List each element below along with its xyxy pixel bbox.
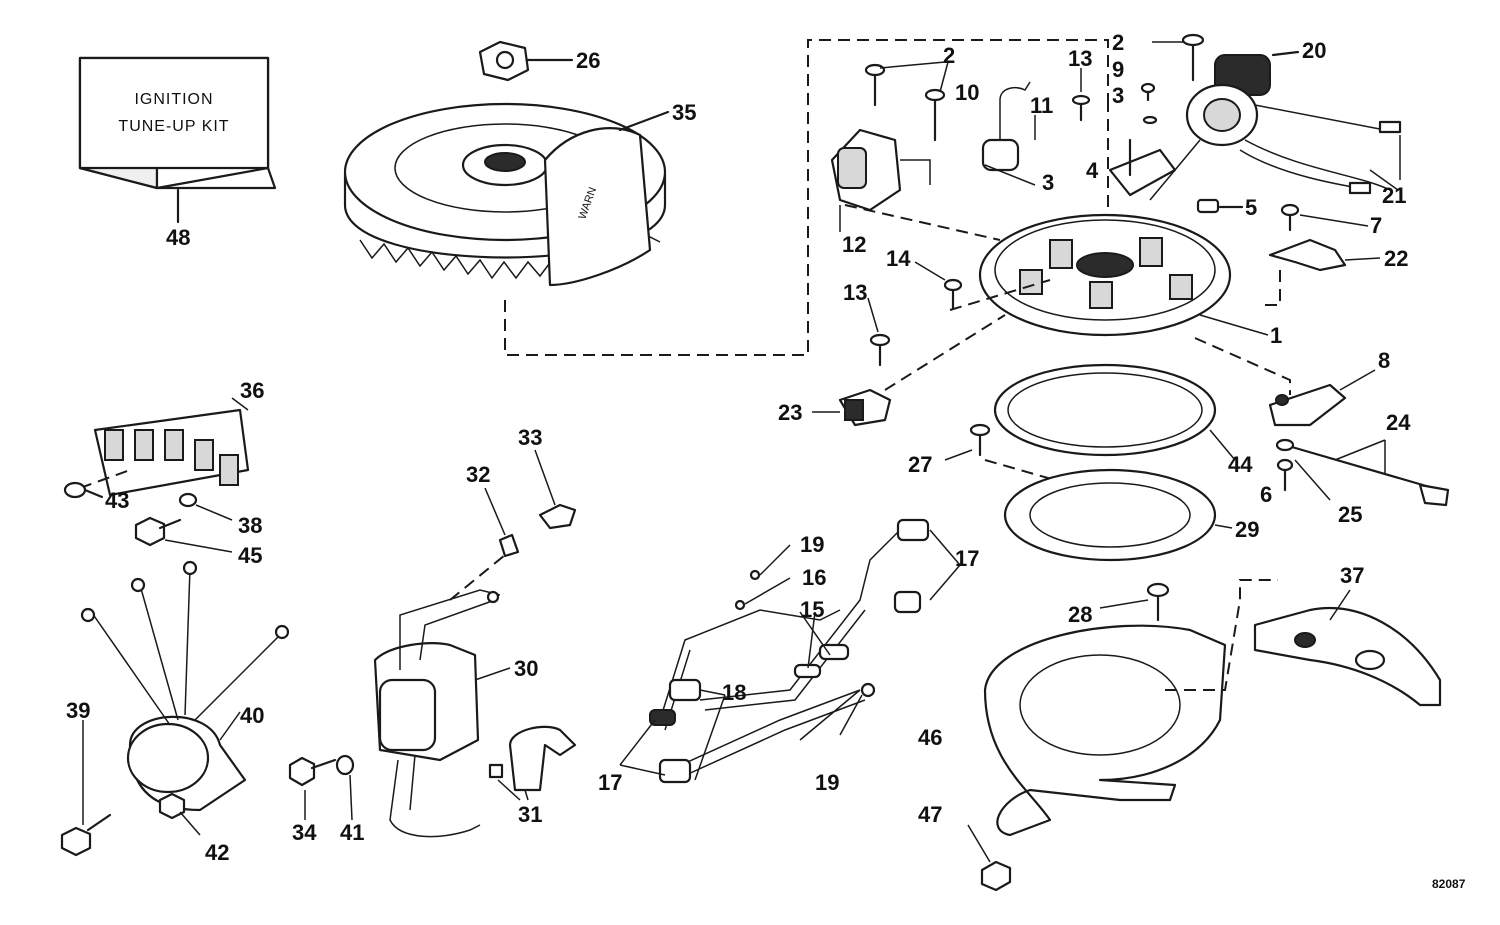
label-34: 34 <box>292 820 317 845</box>
label-22: 22 <box>1384 246 1408 271</box>
label-4: 4 <box>1086 158 1099 183</box>
label-36: 36 <box>240 378 264 403</box>
flywheel-assembly-outline <box>504 39 1109 356</box>
cam-bracket <box>1107 100 1177 210</box>
label-3a: 3 <box>1112 83 1124 108</box>
retaining-ring <box>993 363 1236 461</box>
label-17a: 17 <box>955 546 979 571</box>
label-43: 43 <box>105 488 129 513</box>
spark-plug-lead <box>449 487 520 601</box>
base-nut <box>967 824 1012 892</box>
label-19a: 19 <box>800 532 824 557</box>
support-plate <box>1003 468 1233 562</box>
label-8: 8 <box>1378 348 1390 373</box>
label-33: 33 <box>518 425 542 450</box>
label-39: 39 <box>66 698 90 723</box>
label-13a: 13 <box>1068 46 1092 71</box>
label-20: 20 <box>1302 38 1326 63</box>
label-28: 28 <box>1068 602 1092 627</box>
label-26: 26 <box>576 48 600 73</box>
label-44: 44 <box>1228 452 1253 477</box>
label-21: 21 <box>1382 183 1406 208</box>
spring-clip <box>1196 198 1244 214</box>
ignition-coil <box>1149 50 1402 201</box>
label-46: 46 <box>918 725 942 750</box>
label-40: 40 <box>240 703 264 728</box>
link-rod <box>1275 438 1450 507</box>
plate-screws <box>867 261 1051 367</box>
switch-screws <box>60 720 201 857</box>
catalog-number: 82087 <box>1432 877 1466 891</box>
label-23: 23 <box>778 400 802 425</box>
stop-switch <box>80 560 290 812</box>
label-15: 15 <box>800 597 824 622</box>
label-6: 6 <box>1260 482 1272 507</box>
label-5: 5 <box>1245 195 1257 220</box>
label-19b: 19 <box>815 770 839 795</box>
label-13b: 13 <box>843 280 867 305</box>
mount-screw <box>1099 582 1170 622</box>
label-29: 29 <box>1235 517 1259 542</box>
kit-box-line1: IGNITION <box>134 91 213 108</box>
label-10: 10 <box>955 80 979 105</box>
flywheel-nut <box>478 40 574 82</box>
label-3b: 3 <box>1042 170 1054 195</box>
pack-screw <box>288 756 337 820</box>
wiring-harness <box>619 518 961 784</box>
label-48: 48 <box>166 225 190 250</box>
label-1: 1 <box>1270 323 1282 348</box>
label-42: 42 <box>205 840 229 865</box>
kit-box-line2: TUNE-UP KIT <box>118 118 229 135</box>
retainer-screw <box>944 423 1056 481</box>
label-37: 37 <box>1340 563 1364 588</box>
flywheel: WARN <box>343 102 670 287</box>
label-35: 35 <box>672 100 696 125</box>
label-47: 47 <box>918 802 942 827</box>
label-31: 31 <box>518 802 542 827</box>
callout-labels: 48 26 35 2 2 13 9 20 10 11 3 3 4 21 5 7 … <box>66 30 1411 865</box>
label-2b: 2 <box>1112 30 1124 55</box>
label-41: 41 <box>340 820 364 845</box>
label-11: 11 <box>1030 93 1053 118</box>
label-9: 9 <box>1112 57 1124 82</box>
label-32: 32 <box>466 462 490 487</box>
terminal-block <box>79 397 250 497</box>
label-18: 18 <box>722 680 746 705</box>
label-16: 16 <box>802 565 826 590</box>
pack-washer <box>335 754 355 821</box>
label-17b: 17 <box>598 770 622 795</box>
label-14: 14 <box>886 246 911 271</box>
label-27: 27 <box>908 452 932 477</box>
point-set-assembly <box>830 128 1001 241</box>
label-30: 30 <box>514 656 538 681</box>
lock-screw <box>1280 203 1369 232</box>
power-pack <box>373 589 511 838</box>
idle-bracket <box>1253 589 1442 707</box>
top-screws <box>864 33 1205 142</box>
lead-clip <box>534 449 577 530</box>
label-45: 45 <box>238 543 262 568</box>
armature-plate <box>978 213 1291 395</box>
sensor-block <box>812 314 1006 427</box>
label-12: 12 <box>842 232 866 257</box>
retainer-plate <box>1258 238 1381 306</box>
label-38: 38 <box>238 513 262 538</box>
block-screws <box>63 481 233 553</box>
timer-base <box>983 579 1278 837</box>
label-25: 25 <box>1338 502 1362 527</box>
label-2a: 2 <box>943 43 955 68</box>
tune-up-kit-box: IGNITION TUNE-UP KIT <box>78 56 277 224</box>
condenser <box>981 81 1036 186</box>
throttle-cam <box>1268 369 1376 427</box>
spark-boot <box>488 725 577 801</box>
label-24: 24 <box>1386 410 1411 435</box>
label-7: 7 <box>1370 213 1382 238</box>
